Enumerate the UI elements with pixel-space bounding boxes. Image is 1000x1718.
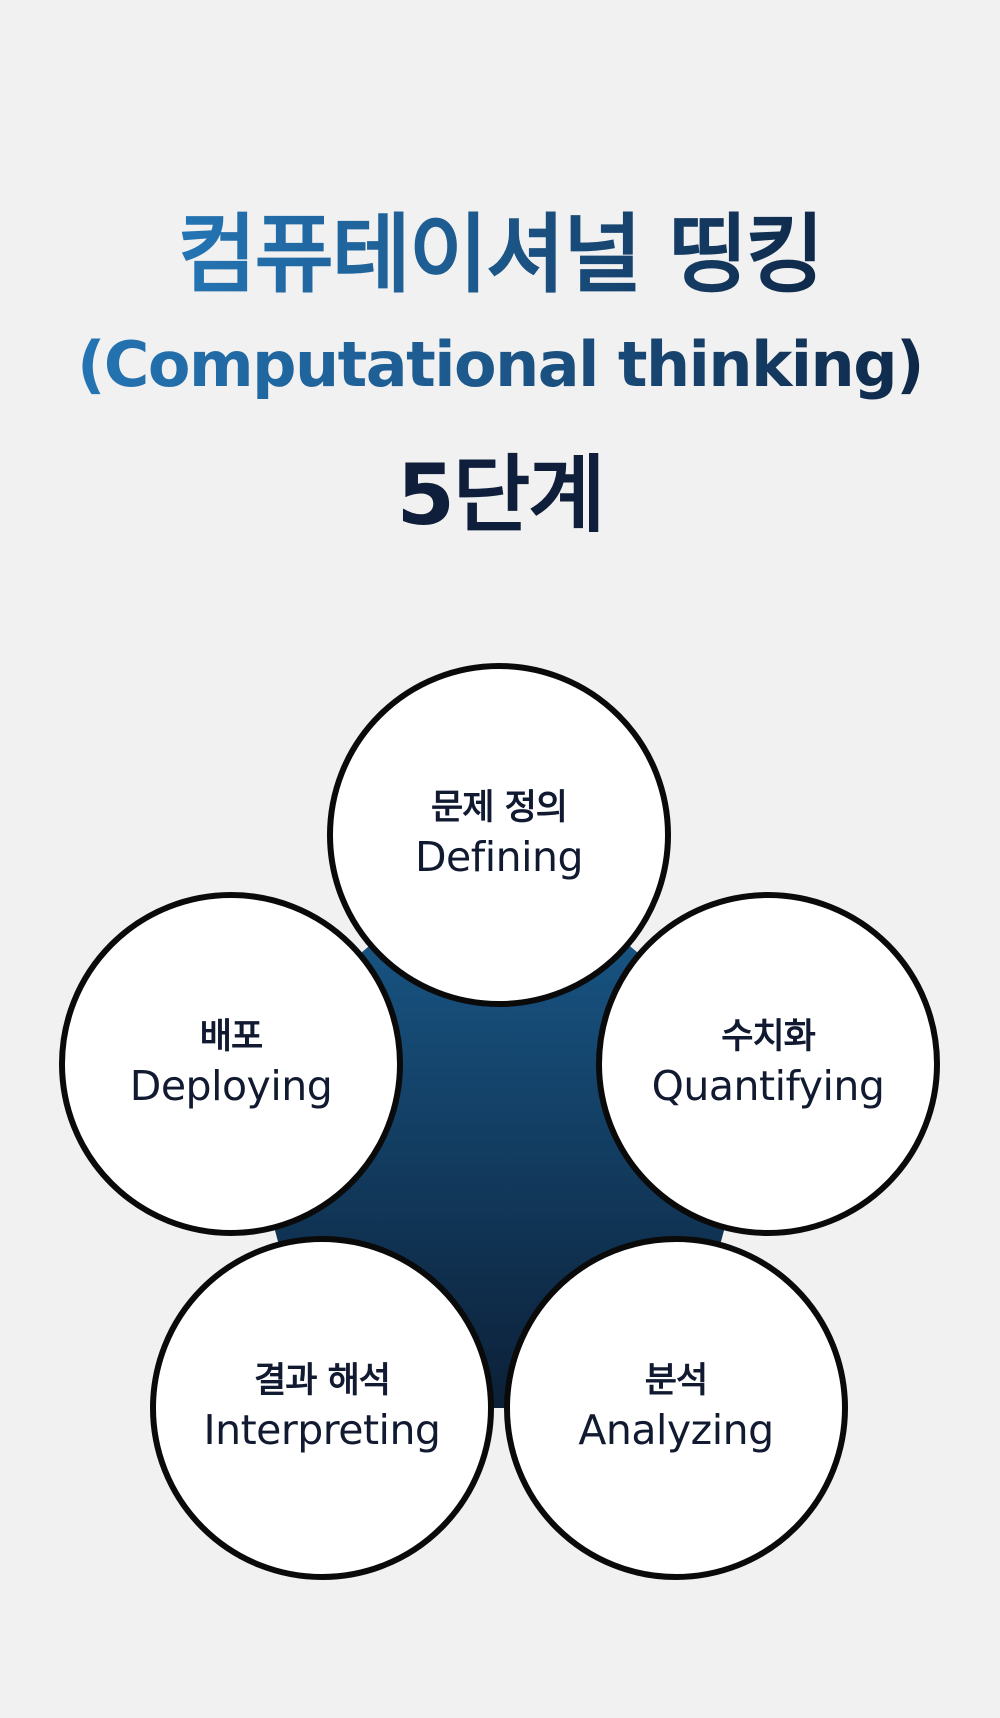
page-subtitle-english: (Computational thinking)	[77, 325, 924, 405]
page-title-korean: 컴퓨테이셔널 띵킹	[177, 205, 825, 305]
page-subtitle: (Computational thinking)	[0, 325, 1000, 405]
step-label-korean: 분석	[644, 1361, 708, 1401]
step-circle-analyzing: 분석 Analyzing	[504, 1236, 848, 1580]
page-title: 컴퓨테이셔널 띵킹	[0, 205, 1000, 305]
step-circle-quantifying: 수치화 Quantifying	[596, 892, 940, 1236]
step-label-english: Analyzing	[578, 1406, 774, 1454]
step-label-english: Defining	[414, 833, 584, 881]
step-label-korean: 문제 정의	[431, 788, 568, 828]
step-label-english: Quantifying	[651, 1062, 885, 1110]
step-circle-deploying: 배포 Deploying	[59, 892, 403, 1236]
step-circle-interpreting: 결과 해석 Interpreting	[150, 1236, 494, 1580]
step-label-korean: 배포	[199, 1017, 263, 1057]
step-label-english: Deploying	[129, 1062, 333, 1110]
step-label-korean: 결과 해석	[254, 1361, 391, 1401]
step-circle-defining: 문제 정의 Defining	[327, 663, 671, 1007]
step-label-english: Interpreting	[203, 1406, 441, 1454]
step-label-korean: 수치화	[721, 1017, 816, 1057]
steps-heading: 5단계	[396, 446, 605, 544]
